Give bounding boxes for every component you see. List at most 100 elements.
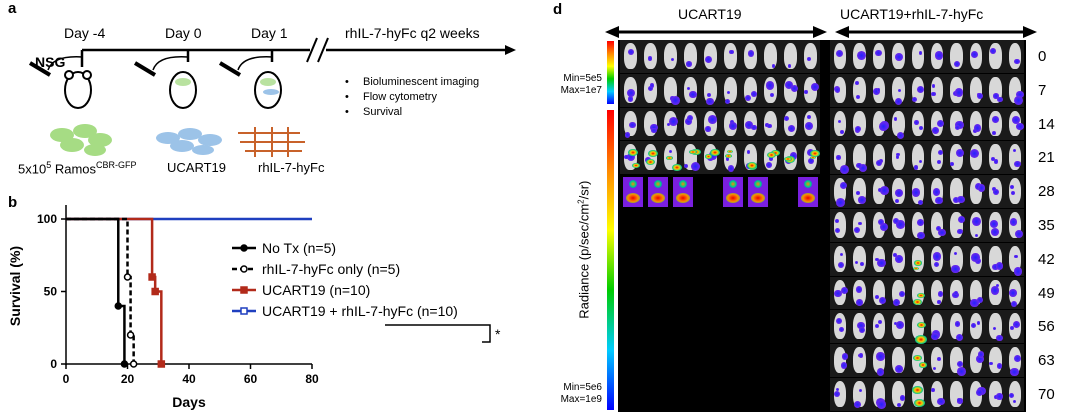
image-row (830, 209, 1024, 242)
mouse-image (664, 144, 682, 172)
day-label: 35 (1038, 217, 1055, 234)
mouse-image (853, 144, 868, 173)
mouse-image (950, 144, 964, 171)
mouse-image (969, 76, 984, 103)
mouse-image (624, 43, 637, 69)
mouse-image (724, 110, 738, 137)
mouse-image (624, 110, 637, 138)
mouse-image (872, 43, 886, 69)
day-label: 0 (1038, 48, 1047, 65)
image-row (830, 344, 1024, 377)
mouse-image (969, 43, 983, 69)
mouse-image (853, 76, 866, 103)
mouse-image (684, 43, 697, 69)
mouse-image (853, 110, 866, 137)
mouse-image (724, 43, 737, 69)
mouse-image (892, 245, 905, 272)
legend-item: UCART19 (n=10) (232, 282, 370, 298)
x-tick-label: 80 (305, 372, 319, 386)
mouse-image (834, 212, 847, 238)
mouse-image (784, 144, 798, 171)
day-label: 21 (1038, 149, 1055, 167)
x-tick-label: 20 (121, 372, 135, 386)
mouse-image (989, 313, 1003, 341)
mouse-image (834, 279, 849, 306)
mouse-image (1008, 144, 1021, 171)
mouse-image (872, 110, 889, 137)
mouse-image (911, 144, 924, 171)
mouse-image (724, 76, 737, 105)
mouse-image (950, 381, 963, 407)
mouse-image (744, 110, 757, 137)
mouse-image (950, 279, 963, 306)
mouse-image (892, 178, 905, 204)
data-point (240, 307, 248, 315)
mouse-image (950, 245, 963, 274)
image-row (830, 276, 1024, 310)
survival-curve (66, 217, 126, 364)
mouse-image (989, 144, 1002, 171)
survival-curve (66, 217, 163, 364)
readout-item: Flow cytometry (363, 91, 437, 103)
mouse-image (673, 177, 693, 208)
mouse-image (931, 43, 944, 69)
mouse-image (744, 144, 757, 171)
legend-item: No Tx (n=5) (232, 240, 336, 256)
mouse-image (931, 381, 945, 407)
mouse-image (911, 381, 926, 408)
mouse-image (989, 381, 1003, 407)
mouse-image (1008, 178, 1021, 204)
legend-label: No Tx (n=5) (262, 240, 336, 256)
mouse-image (872, 347, 886, 376)
y-tick-label: 50 (44, 285, 58, 299)
mouse-image (969, 279, 984, 308)
mouse-image (872, 76, 886, 103)
readout-item: Survival (363, 106, 403, 118)
legend-item: UCART19 + rhIL-7-hyFc (n=10) (232, 303, 458, 319)
x-tick-label: 40 (182, 372, 196, 386)
mouse-image (624, 144, 640, 171)
rhil7-label: rhIL-7-hyFc (258, 160, 325, 175)
mouse-image (872, 144, 886, 171)
panel-d-label: d (553, 1, 563, 18)
mouse-image (911, 43, 924, 69)
mouse-image (664, 110, 679, 137)
mouse-image (764, 110, 777, 137)
y-tick-label: 100 (37, 212, 57, 226)
mouse-image (872, 245, 886, 272)
mouse-image (804, 43, 817, 69)
image-row (830, 40, 1024, 73)
rhil7-molecules-illustration (238, 127, 305, 157)
mouse-image (764, 43, 777, 69)
mouse-image (798, 177, 818, 208)
mouse-image (872, 313, 886, 340)
mouse-image (892, 279, 905, 307)
mouse-image (872, 381, 886, 409)
group-label-combo: UCART19+rhIL-7-hyFc (840, 6, 984, 22)
mouse-image (1008, 347, 1022, 377)
mouse-image (931, 347, 944, 373)
mouse-image (664, 43, 677, 69)
mouse-image (744, 43, 757, 69)
data-point (148, 273, 156, 281)
mouse-image (969, 178, 986, 204)
image-row (830, 107, 1024, 141)
mouse-image (892, 76, 905, 105)
mouse-image (931, 110, 945, 137)
mouse-image (804, 76, 819, 103)
image-row (620, 107, 820, 141)
mouse-image (969, 144, 983, 171)
day-label: 63 (1038, 352, 1055, 370)
image-row (830, 378, 1024, 411)
mouse-image (892, 110, 905, 140)
mouse-image (911, 279, 925, 306)
ramos-cells-illustration (50, 124, 112, 156)
timeline-diagram (28, 37, 516, 157)
day-label: 14 (1038, 115, 1055, 133)
mouse-image (624, 76, 637, 103)
mouse-image (853, 245, 866, 272)
mouse-image (950, 347, 966, 376)
day-label: 42 (1038, 250, 1055, 268)
